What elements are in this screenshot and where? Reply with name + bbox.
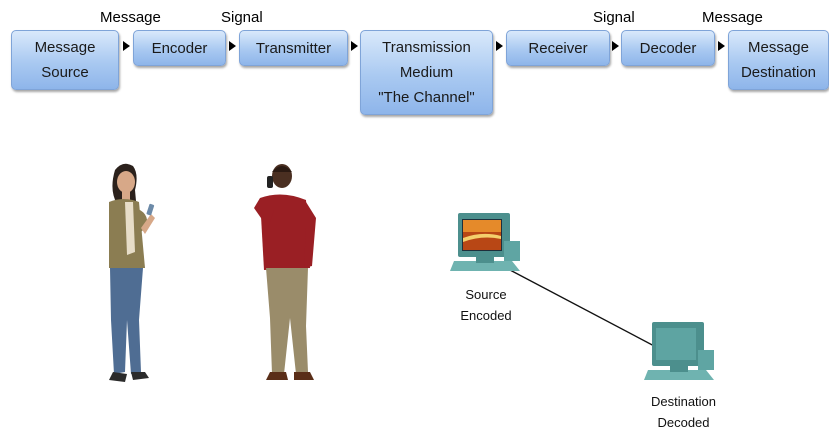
box-decoder: Decoder	[621, 30, 715, 66]
arrow-4	[496, 41, 503, 51]
arrow-6	[718, 41, 725, 51]
destination-computer-icon	[644, 322, 714, 380]
source-encoded-caption: Source Encoded	[460, 287, 512, 323]
arrow-5	[612, 41, 619, 51]
label-message-source: Message	[100, 9, 161, 26]
arrow-1	[123, 41, 130, 51]
arrow-3	[351, 41, 358, 51]
destination-decoded-caption: Destination Decoded	[650, 394, 717, 430]
label-signal-receive: Signal	[593, 9, 635, 26]
label-message-destination: Message	[702, 9, 763, 26]
source-computer-icon	[450, 213, 520, 271]
arrow-2	[229, 41, 236, 51]
box-receiver: Receiver	[506, 30, 610, 66]
man-on-phone-illustration	[254, 164, 316, 380]
woman-texting-illustration	[109, 163, 155, 382]
box-encoder: Encoder	[133, 30, 226, 66]
box-transmission-medium: Transmission Medium "The Channel"	[360, 30, 493, 115]
box-message-source: Message Source	[11, 30, 119, 90]
box-transmitter: Transmitter	[239, 30, 348, 66]
label-signal-transmit: Signal	[221, 9, 263, 26]
box-message-destination: Message Destination	[728, 30, 829, 90]
